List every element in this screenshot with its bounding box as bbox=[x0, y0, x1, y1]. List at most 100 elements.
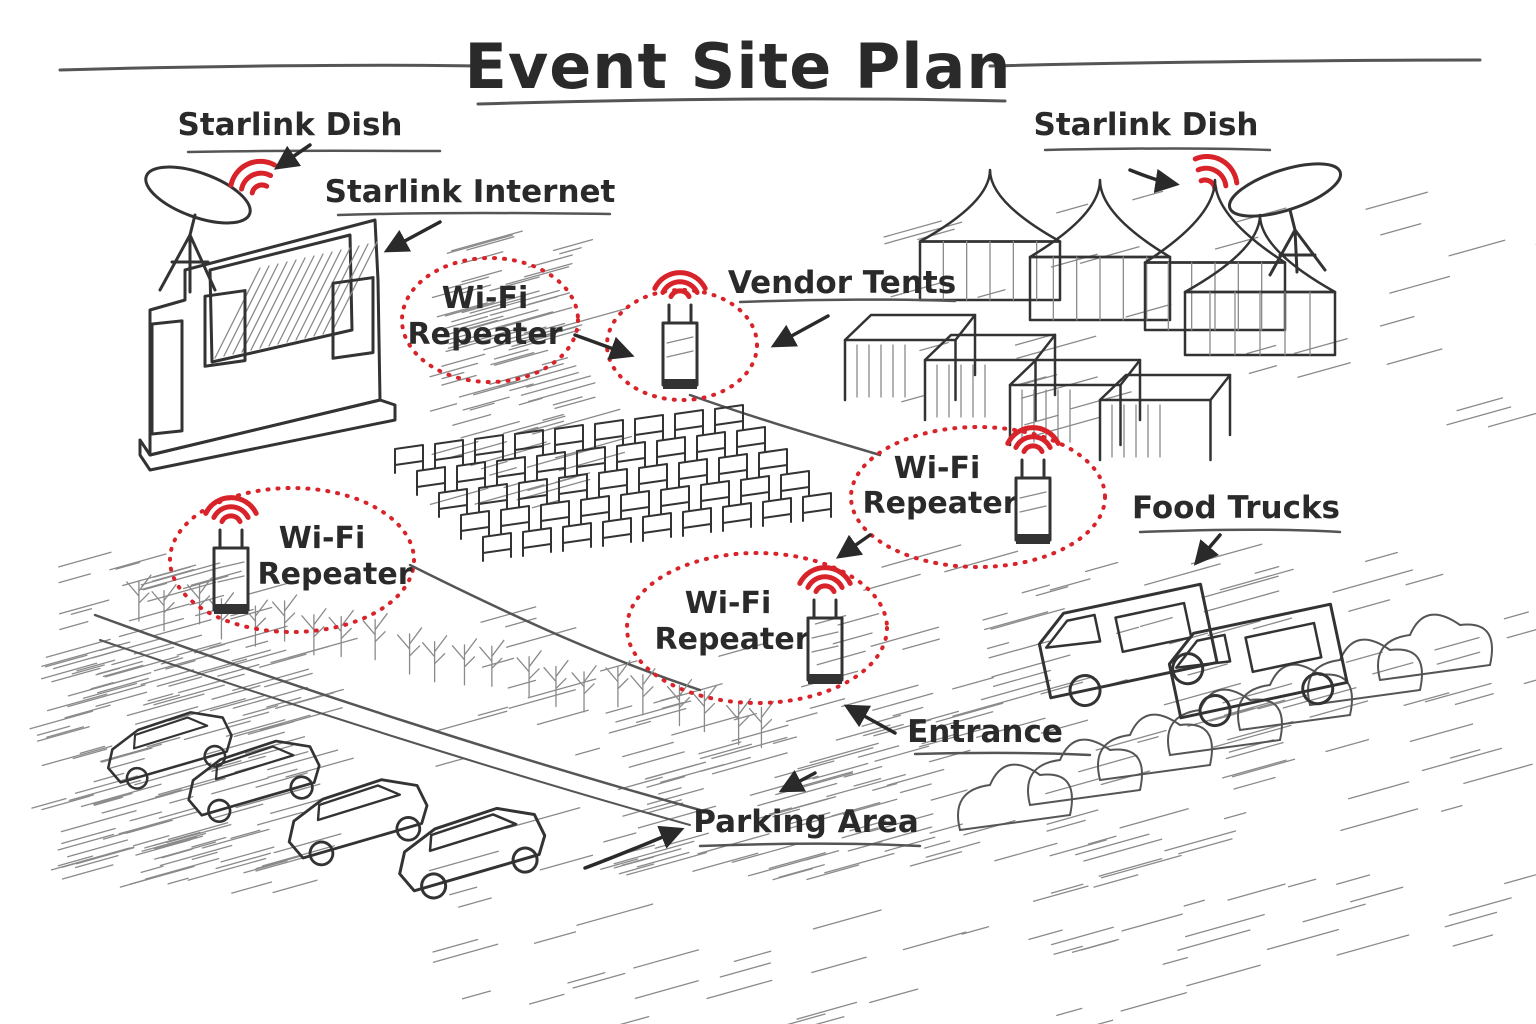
satellite-dish-icon bbox=[144, 165, 252, 294]
repeater-zone-left: Wi-Fi Repeater bbox=[168, 486, 416, 634]
chair-icon bbox=[598, 468, 628, 498]
repeater-label-line1: Wi-Fi bbox=[279, 521, 366, 556]
chair-icon bbox=[740, 475, 770, 505]
label-text: Starlink Internet bbox=[325, 174, 616, 210]
chair-icon bbox=[500, 505, 530, 535]
chair-icon bbox=[616, 441, 646, 471]
parking-cars bbox=[106, 711, 547, 900]
tree-icon bbox=[1097, 713, 1213, 782]
label-text: Entrance bbox=[907, 714, 1063, 750]
chair-icon bbox=[678, 458, 708, 488]
tree-icon bbox=[271, 594, 298, 642]
repeater-label-line1: Wi-Fi bbox=[442, 281, 529, 316]
repeater-zone-center bbox=[605, 288, 759, 402]
tree-icon bbox=[748, 700, 775, 749]
chair-icon bbox=[562, 522, 592, 552]
tree-icon bbox=[1307, 638, 1423, 707]
chair-icon bbox=[438, 488, 468, 518]
tree-icon bbox=[1027, 738, 1143, 807]
connector-arrows bbox=[573, 333, 872, 559]
repeater-label-line2: Repeater bbox=[408, 317, 563, 352]
label-starlink-internet: Starlink Internet bbox=[325, 174, 616, 253]
tree-icon bbox=[362, 613, 388, 661]
tree-icon bbox=[957, 763, 1073, 832]
chair-icon bbox=[540, 500, 570, 530]
repeater-device-icon bbox=[661, 303, 699, 389]
chair-icon bbox=[758, 448, 788, 478]
tree-icon bbox=[516, 650, 542, 698]
tent-icon bbox=[1183, 213, 1337, 357]
chair-icon bbox=[482, 532, 512, 562]
chair-icon bbox=[736, 426, 766, 456]
chair-icon bbox=[416, 466, 446, 496]
repeater-device-icon bbox=[806, 598, 844, 684]
chair-icon bbox=[456, 461, 486, 491]
title-group: Event Site Plan bbox=[58, 30, 1482, 106]
food-trucks bbox=[1037, 582, 1349, 728]
chair-icon bbox=[394, 444, 424, 474]
tent-icon bbox=[923, 333, 1057, 422]
tree-icon bbox=[691, 684, 718, 733]
label-text: Starlink Dish bbox=[1034, 107, 1259, 143]
chair-icon bbox=[558, 473, 588, 503]
chair-icon bbox=[714, 404, 744, 434]
seating-rows bbox=[394, 404, 832, 562]
chair-icon bbox=[518, 478, 548, 508]
repeater-zone-right: Wi-Fi Repeater bbox=[849, 425, 1107, 569]
tree-icon bbox=[1377, 613, 1493, 682]
chair-icon bbox=[682, 507, 712, 537]
chair-icon bbox=[460, 510, 490, 540]
chair-icon bbox=[722, 502, 752, 532]
chair-icon bbox=[536, 451, 566, 481]
car-icon bbox=[187, 739, 321, 824]
tree-icon bbox=[151, 583, 177, 632]
wifi-signal-icon bbox=[1005, 425, 1061, 454]
tree-icon bbox=[186, 577, 213, 625]
chair-icon bbox=[474, 434, 504, 464]
chair-icon bbox=[602, 517, 632, 547]
car-icon bbox=[287, 778, 429, 867]
repeater-label-line2: Repeater bbox=[655, 622, 810, 657]
chair-icon bbox=[434, 439, 464, 469]
wifi-signal-icon bbox=[203, 495, 259, 524]
label-starlink-dish-left: Starlink Dish bbox=[178, 107, 442, 170]
wifi-signal-icon bbox=[797, 565, 853, 594]
chair-icon bbox=[718, 453, 748, 483]
chair-icon bbox=[580, 495, 610, 525]
tree-icon bbox=[725, 697, 752, 746]
walkways bbox=[93, 393, 882, 826]
label-text: Starlink Dish bbox=[178, 107, 403, 143]
tent-icon bbox=[1028, 178, 1172, 322]
chair-icon bbox=[554, 424, 584, 454]
label-text: Food Trucks bbox=[1132, 490, 1340, 526]
chair-icon bbox=[696, 431, 726, 461]
label-starlink-dish-right: Starlink Dish bbox=[1034, 107, 1272, 194]
page-title: Event Site Plan bbox=[464, 30, 1011, 103]
tree-icon bbox=[605, 660, 631, 708]
tent-icon bbox=[918, 168, 1062, 302]
tent-icon bbox=[1008, 358, 1142, 447]
chair-icon bbox=[656, 436, 686, 466]
tree-icon bbox=[543, 659, 569, 708]
tree-icon bbox=[479, 639, 505, 687]
tree-icon bbox=[451, 638, 478, 686]
food-truck-icon bbox=[1037, 582, 1219, 708]
chair-icon bbox=[642, 512, 672, 542]
wifi-signal-icon bbox=[652, 270, 708, 299]
food-truck-icon bbox=[1167, 602, 1349, 728]
chair-icon bbox=[638, 463, 668, 493]
tree-line bbox=[126, 574, 1493, 832]
chair-icon bbox=[620, 490, 650, 520]
tree-icon bbox=[666, 678, 693, 727]
chair-icon bbox=[802, 492, 832, 522]
repeater-label-line1: Wi-Fi bbox=[685, 586, 772, 621]
wifi-signal-icon bbox=[228, 158, 277, 196]
car-icon bbox=[398, 806, 547, 900]
repeater-device-icon bbox=[212, 528, 250, 614]
chair-icon bbox=[522, 527, 552, 557]
chair-icon bbox=[634, 414, 664, 444]
tent-icon bbox=[1098, 373, 1232, 462]
tree-icon bbox=[630, 668, 656, 716]
tree-icon bbox=[301, 608, 327, 656]
